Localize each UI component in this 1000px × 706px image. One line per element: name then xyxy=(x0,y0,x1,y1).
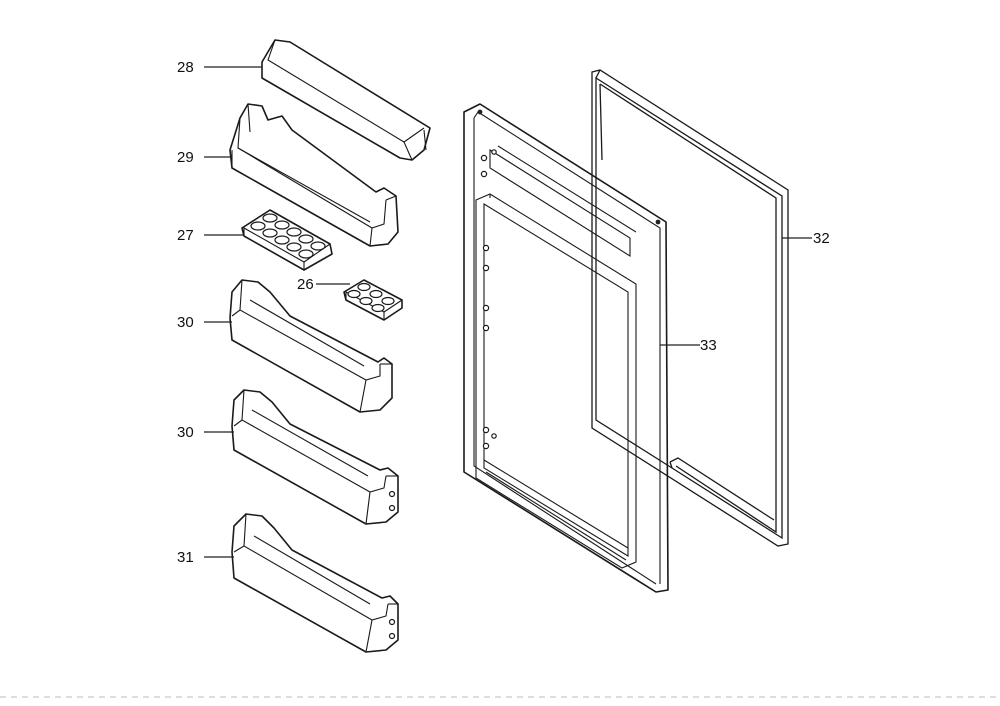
part-26-small-egg-tray xyxy=(343,279,403,321)
part-29-door-bin xyxy=(229,103,399,247)
part-32-door-gasket xyxy=(591,69,789,547)
leader-lines xyxy=(204,66,812,558)
part-30-door-bin-lower xyxy=(231,389,399,525)
part-28-shelf-cover xyxy=(261,39,431,161)
label-29: 29 xyxy=(177,149,194,166)
label-30-lower: 30 xyxy=(177,424,194,441)
label-32: 32 xyxy=(813,230,830,247)
label-27: 27 xyxy=(177,227,194,244)
part-33-door-frame xyxy=(463,103,669,593)
label-33: 33 xyxy=(700,337,717,354)
label-28: 28 xyxy=(177,59,194,76)
label-31: 31 xyxy=(177,549,194,566)
part-31-door-bin-bottom xyxy=(231,513,399,653)
part-27-egg-tray xyxy=(241,209,333,271)
label-26: 26 xyxy=(297,276,314,293)
label-30-upper: 30 xyxy=(177,314,194,331)
part-30-door-bin-upper xyxy=(229,279,393,413)
